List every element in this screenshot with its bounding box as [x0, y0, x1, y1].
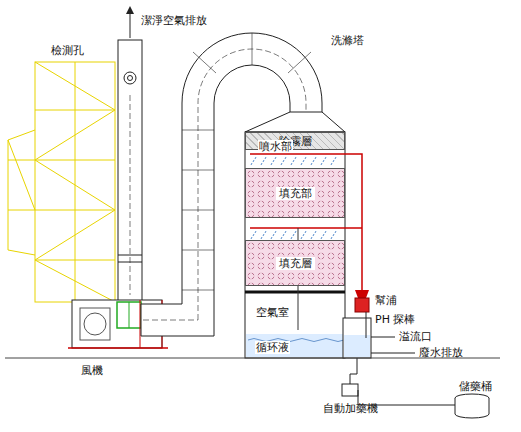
tower-label: 洗滌塔 [330, 34, 365, 47]
test-port-label: 檢測孔 [50, 44, 85, 57]
packing-band: 填充部 [245, 168, 345, 218]
stack [118, 10, 142, 302]
pump-label: 幫浦 [374, 294, 398, 307]
fan-label: 風機 [80, 364, 104, 377]
scaffold [8, 62, 115, 302]
scrubber-tower [245, 112, 345, 358]
chamber-label: 空氣室 [255, 306, 290, 319]
liquid-label: 循环液 [255, 341, 290, 354]
spray-label: 噴水部 [258, 140, 293, 153]
outlet-label: 潔淨空氣排放 [140, 14, 208, 27]
dosing-label: 自動加藥機 [322, 402, 379, 415]
packing-band: 填充層 [245, 240, 345, 286]
pump [355, 290, 369, 312]
tank-label: 儲藥桶 [458, 380, 493, 393]
band-label: 填充部 [276, 187, 315, 200]
drain-label: 廢水排放 [418, 346, 464, 359]
band-label: 填充層 [276, 257, 315, 270]
ph-probe-label: PH 探棒 [374, 313, 416, 326]
overflow-label: 溢流口 [398, 330, 433, 343]
pump-pipe [345, 154, 362, 290]
